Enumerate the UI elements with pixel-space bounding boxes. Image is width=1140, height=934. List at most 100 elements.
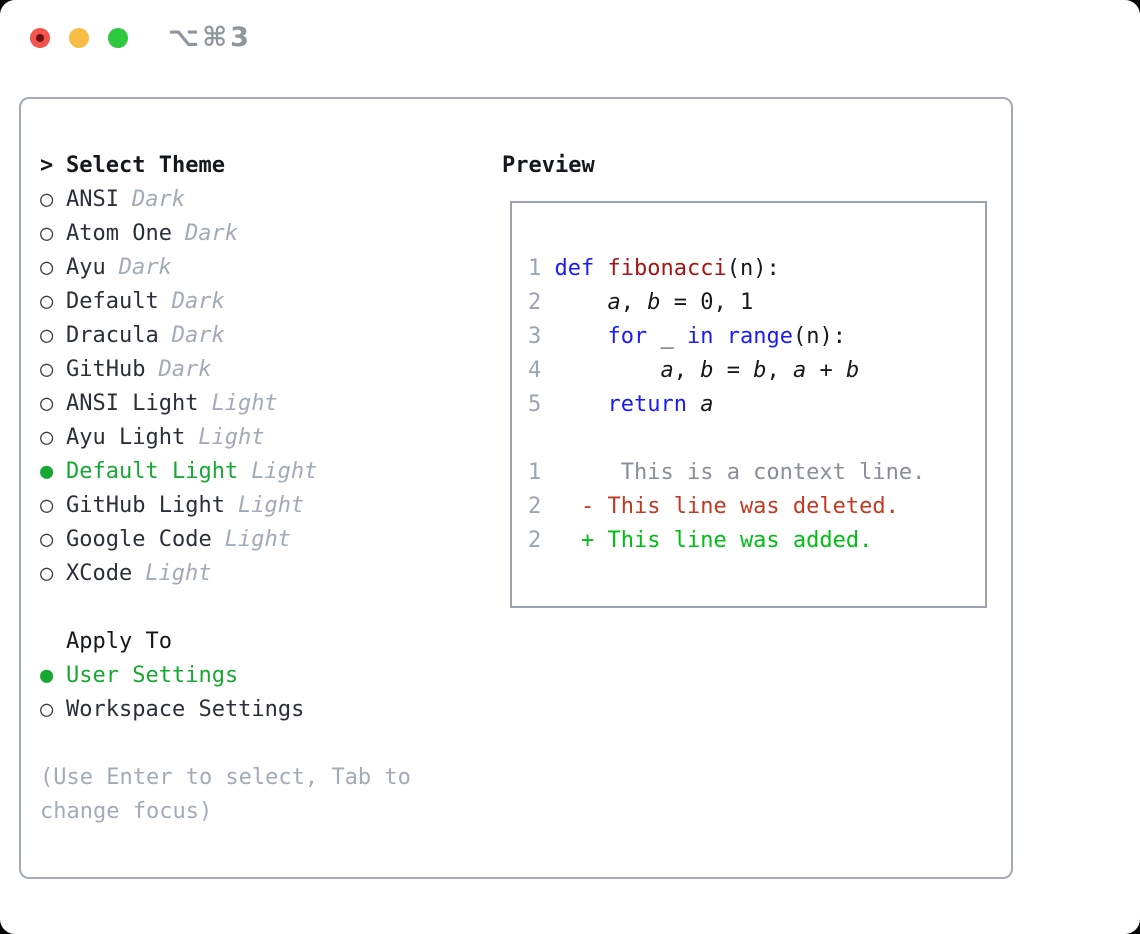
code-segment: def bbox=[554, 256, 595, 281]
code-segment: a bbox=[607, 290, 621, 315]
code-segment: return bbox=[607, 392, 687, 417]
code-segment: range bbox=[726, 324, 793, 349]
preview-code-line: 3 for _ in range(n): bbox=[528, 320, 985, 354]
close-button-dot bbox=[36, 34, 44, 42]
radio-icon: ○ bbox=[40, 357, 54, 382]
code-segment bbox=[541, 324, 607, 349]
code-segment: _ bbox=[647, 324, 687, 349]
theme-option-default-dark[interactable]: ○ Default Dark bbox=[40, 285, 504, 319]
code-segment: 3 bbox=[528, 324, 542, 349]
variant-tag: Light bbox=[224, 527, 291, 552]
theme-option-ayu-light[interactable]: ○ Ayu Light Light bbox=[40, 421, 504, 455]
title-bar: ⌥⌘3 bbox=[0, 0, 1140, 97]
theme-option-ansi-dark[interactable]: ○ ANSI Dark bbox=[40, 183, 504, 217]
preview-box: 1 def fibonacci(n): 2 a, b = 0, 1 3 for … bbox=[510, 201, 987, 608]
code-segment: = 0, 1 bbox=[660, 290, 754, 315]
code-segment: , bbox=[766, 358, 793, 383]
code-segment: b bbox=[845, 358, 860, 383]
code-segment bbox=[541, 460, 620, 485]
preview-code-line: 2 a, b = 0, 1 bbox=[528, 286, 985, 320]
code-segment bbox=[594, 256, 607, 281]
variant-tag: Dark bbox=[171, 289, 225, 314]
code-segment: b bbox=[753, 358, 767, 383]
keyboard-hint-line-2: change focus) bbox=[40, 799, 213, 824]
code-segment: = bbox=[713, 358, 754, 383]
code-segment: 5 bbox=[528, 392, 542, 417]
code-segment: a bbox=[660, 358, 674, 383]
apply-to-label: Apply To bbox=[66, 629, 172, 654]
code-segment: in bbox=[686, 324, 714, 349]
keyboard-hint-line-1: (Use Enter to select, Tab to bbox=[40, 765, 411, 790]
apply-option-workspace-settings[interactable]: ○ Workspace Settings bbox=[40, 693, 504, 727]
radio-icon: ○ bbox=[40, 493, 54, 518]
code-segment bbox=[541, 392, 607, 417]
code-segment bbox=[541, 494, 581, 519]
code-segment bbox=[541, 528, 581, 553]
theme-option-xcode[interactable]: ○ XCode Light bbox=[40, 557, 504, 591]
variant-tag: Light bbox=[198, 425, 265, 450]
zoom-button[interactable] bbox=[108, 28, 128, 48]
code-segment: + This line was added. bbox=[581, 528, 873, 553]
preview-column: Preview 1 def fibonacci(n): 2 a, b = 0, … bbox=[502, 149, 992, 877]
theme-option-github-light[interactable]: ○ GitHub Light Light bbox=[40, 489, 504, 523]
code-segment: a bbox=[700, 392, 714, 417]
preview-added-line: 2 + This line was added. bbox=[528, 524, 985, 558]
variant-tag: Light bbox=[211, 391, 278, 416]
code-segment: b bbox=[647, 290, 661, 315]
preview-label: Preview bbox=[502, 153, 595, 178]
radio-icon: ○ bbox=[40, 289, 54, 314]
code-segment bbox=[541, 290, 607, 315]
code-segment: 2 bbox=[528, 290, 542, 315]
theme-selector-panel: > Select Theme ○ ANSI Dark ○ Atom One Da… bbox=[19, 97, 1013, 879]
code-segment: 1 bbox=[528, 256, 542, 281]
minimize-button[interactable] bbox=[69, 28, 89, 48]
theme-option-google-code[interactable]: ○ Google Code Light bbox=[40, 523, 504, 557]
code-segment: This is a context line. bbox=[620, 460, 926, 485]
code-segment: for bbox=[607, 324, 648, 349]
radio-icon: ○ bbox=[40, 323, 54, 348]
preview-code-line: 1 def fibonacci(n): bbox=[528, 252, 985, 286]
preview-context-line: 1 This is a context line. bbox=[528, 456, 985, 490]
radio-icon: ○ bbox=[40, 697, 54, 722]
theme-option-ansi-light[interactable]: ○ ANSI Light Light bbox=[40, 387, 504, 421]
code-segment: (n): bbox=[792, 324, 846, 349]
variant-tag: Dark bbox=[184, 221, 238, 246]
code-segment bbox=[541, 358, 660, 383]
close-button[interactable] bbox=[30, 28, 50, 48]
apply-option-user-settings[interactable]: ● User Settings bbox=[40, 659, 504, 693]
preview-deleted-line: 2 - This line was deleted. bbox=[528, 490, 985, 524]
radio-icon: ○ bbox=[40, 425, 54, 450]
section-gap bbox=[40, 591, 504, 625]
theme-option-dracula-dark[interactable]: ○ Dracula Dark bbox=[40, 319, 504, 353]
focus-caret-icon: > bbox=[40, 153, 54, 178]
variant-tag: Light bbox=[237, 493, 305, 518]
code-segment: a bbox=[792, 358, 807, 383]
section-gap bbox=[40, 727, 504, 761]
traffic-lights bbox=[30, 28, 128, 48]
theme-option-ayu-dark[interactable]: ○ Ayu Dark bbox=[40, 251, 504, 285]
code-segment: 1 bbox=[528, 460, 542, 485]
preview-code-line: 4 a, b = b, a + b bbox=[528, 354, 985, 388]
radio-icon: ○ bbox=[40, 561, 54, 586]
radio-icon: ○ bbox=[40, 187, 54, 212]
code-segment: + bbox=[806, 358, 846, 383]
variant-tag: Dark bbox=[131, 187, 185, 212]
radio-icon: ○ bbox=[40, 221, 54, 246]
theme-option-atom-one-dark[interactable]: ○ Atom One Dark bbox=[40, 217, 504, 251]
variant-tag: Dark bbox=[158, 357, 212, 382]
code-segment: - This line was deleted. bbox=[581, 494, 899, 519]
radio-icon: ○ bbox=[40, 391, 54, 416]
code-segment: 4 bbox=[528, 358, 542, 383]
code-segment bbox=[687, 392, 700, 417]
select-theme-label: Select Theme bbox=[66, 153, 225, 178]
theme-list-column: > Select Theme ○ ANSI Dark ○ Atom One Da… bbox=[40, 149, 504, 877]
select-theme-header: > Select Theme bbox=[40, 149, 504, 183]
theme-option-default-light[interactable]: ● Default Light Light bbox=[40, 455, 504, 489]
code-segment bbox=[541, 256, 554, 281]
code-segment: (n): bbox=[726, 256, 780, 281]
apply-to-header: Apply To bbox=[40, 625, 504, 659]
code-segment: , bbox=[620, 290, 648, 315]
theme-option-github-dark[interactable]: ○ GitHub Dark bbox=[40, 353, 504, 387]
radio-icon: ○ bbox=[40, 527, 54, 552]
